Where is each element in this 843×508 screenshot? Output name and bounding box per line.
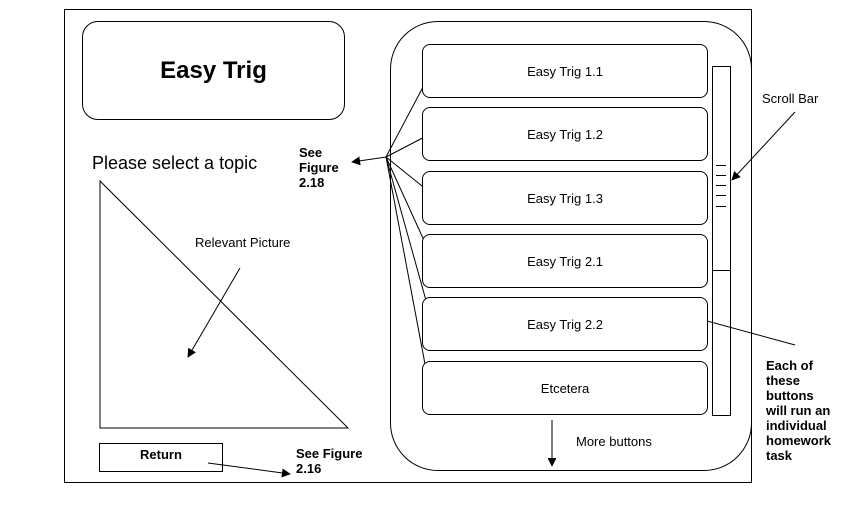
scrollbar-grip-line xyxy=(716,195,726,196)
select-topic-prompt: Please select a topic xyxy=(92,153,258,173)
topic-button-etcetera[interactable]: Etcetera xyxy=(422,361,708,415)
return-button[interactable]: Return xyxy=(99,443,223,472)
topic-button-easy-trig-2-1[interactable]: Easy Trig 2.1 xyxy=(422,234,708,288)
more-buttons-label: More buttons xyxy=(576,434,652,449)
scrollbar-grip-line xyxy=(716,175,726,176)
topic-list-panel xyxy=(390,21,752,471)
topic-button-easy-trig-2-2[interactable]: Easy Trig 2.2 xyxy=(422,297,708,351)
scrollbar-grip-line xyxy=(716,185,726,186)
scrollbar-grip-line xyxy=(716,206,726,207)
scroll-bar-arrow xyxy=(731,111,796,181)
scroll-bar-annotation: Scroll Bar xyxy=(762,91,819,106)
scrollbar-thumb[interactable] xyxy=(712,66,731,271)
relevant-picture-label: Relevant Picture xyxy=(195,235,291,250)
relevant-picture-triangle xyxy=(99,179,350,429)
scrollbar-grip-line xyxy=(716,165,726,166)
see-figure-216-arrow xyxy=(207,462,291,478)
app-title: Easy Trig xyxy=(82,21,345,120)
see-figure-218-arrow xyxy=(351,156,387,166)
see-figure-218-annotation: See Figure 2.18 xyxy=(299,145,339,190)
see-figure-216-annotation: See Figure 2.16 xyxy=(296,446,363,476)
topic-button-easy-trig-1-2[interactable]: Easy Trig 1.2 xyxy=(422,107,708,161)
relevant-picture-arrow xyxy=(187,267,241,358)
topic-button-easy-trig-1-1[interactable]: Easy Trig 1.1 xyxy=(422,44,708,98)
buttons-note-annotation: Each of these buttons will run an indivi… xyxy=(766,358,832,463)
topic-button-easy-trig-1-3[interactable]: Easy Trig 1.3 xyxy=(422,171,708,225)
